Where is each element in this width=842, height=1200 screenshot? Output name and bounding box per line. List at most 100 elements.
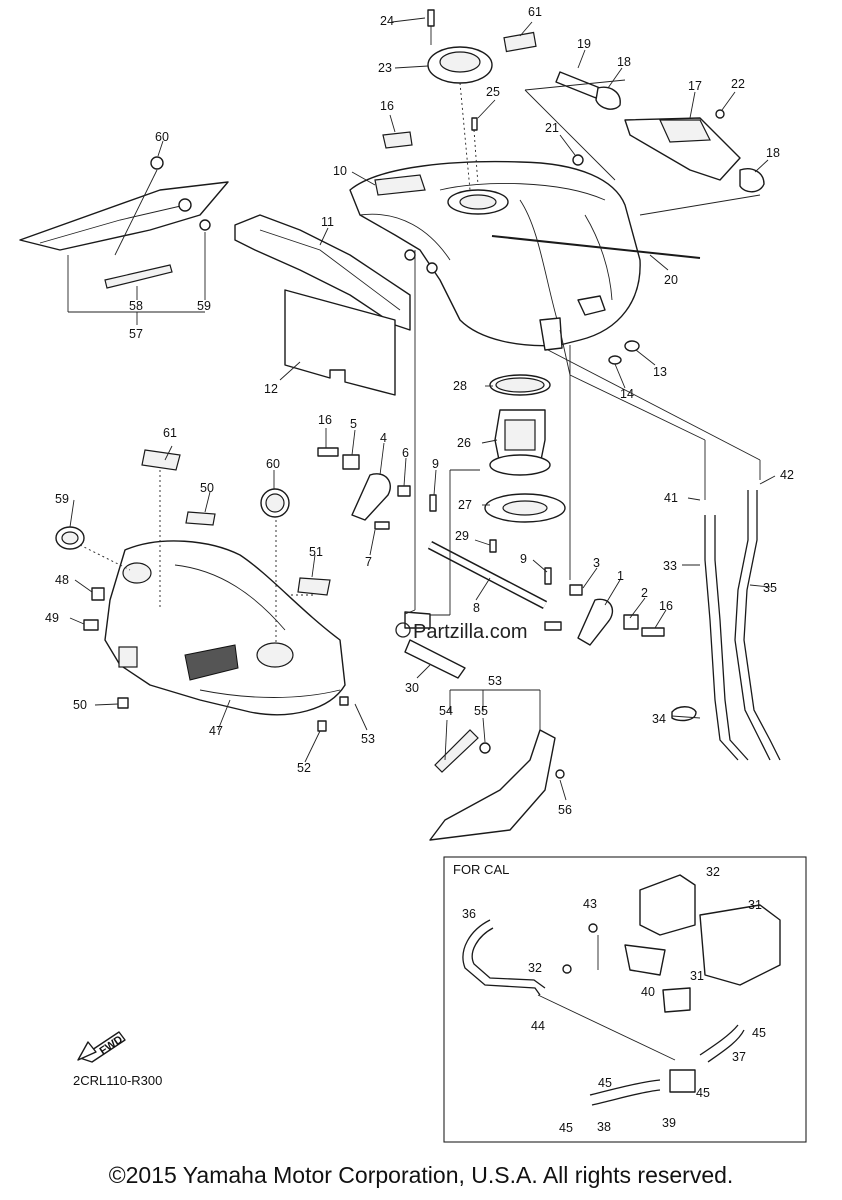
callout-15: 16 — [380, 99, 394, 113]
callout-27: 27 — [458, 498, 472, 512]
callout-45-b: 44 — [531, 1019, 545, 1033]
callout-46: 47 — [209, 724, 223, 738]
callout-5: 5 — [350, 417, 357, 431]
fuel-tank — [349, 160, 641, 351]
tank-bracket-assembly — [491, 71, 765, 259]
callout-7: 7 — [365, 555, 372, 569]
tank-cover-panel — [284, 289, 396, 396]
callout-59: 59 — [197, 299, 211, 313]
side-cowl-57 — [19, 156, 229, 289]
callout-61-right: 60 — [266, 457, 280, 471]
screw-47 — [91, 587, 105, 601]
label-15-sticker — [382, 131, 413, 149]
callout-54: 54 — [439, 704, 453, 718]
callout-8: 8 — [473, 601, 480, 615]
callout-41: 39 — [662, 1116, 676, 1130]
reference-code: 2CRL110-R300 — [73, 1073, 162, 1088]
callout-18-right: 18 — [766, 146, 780, 160]
emblem-61-right — [260, 488, 290, 518]
callout-22: 22 — [731, 77, 745, 91]
callout-58: 58 — [129, 299, 143, 313]
callout-50-right: 51 — [309, 545, 323, 559]
callout-29: 29 — [455, 529, 469, 543]
label-50b-sticker — [297, 577, 331, 596]
fuel-pump-assembly — [484, 374, 566, 553]
watermark: Partzilla.com — [395, 621, 527, 643]
callout-61-left: 59 — [55, 492, 69, 506]
for-cal-title: FOR CAL — [453, 862, 509, 877]
callout-45-d: 45 — [598, 1076, 612, 1090]
tank-pivot-assembly — [317, 447, 665, 646]
callout-60: 60 — [155, 130, 169, 144]
fwd-arrow-icon: FWD — [77, 1031, 126, 1063]
fuel-cap-assembly — [427, 9, 493, 191]
callout-38: 36 — [462, 907, 476, 921]
callout-49: 50 — [73, 698, 87, 712]
callout-2: 2 — [641, 586, 648, 600]
callout-48: 49 — [45, 611, 59, 625]
callout-13: 13 — [653, 365, 667, 379]
grommet-14 — [608, 355, 622, 365]
callout-11: 11 — [321, 215, 334, 229]
callout-45-f: 45 — [559, 1121, 573, 1135]
callout-25: 25 — [486, 85, 500, 99]
side-panel-53 — [429, 729, 565, 841]
callout-62: 61 — [528, 5, 542, 19]
callout-labels: 24 23 61 25 16 10 11 12 19 18 17 22 21 1… — [45, 5, 794, 1135]
callout-21: 21 — [545, 121, 559, 135]
grommet-13 — [624, 340, 640, 352]
callout-51: 52 — [297, 761, 311, 775]
callout-42: 40 — [641, 985, 655, 999]
callout-6: 6 — [402, 446, 409, 460]
callout-12: 12 — [264, 382, 278, 396]
callout-17: 17 — [688, 79, 702, 93]
callout-33: 31 — [690, 969, 704, 983]
callout-43: 41 — [664, 491, 678, 505]
callout-39: 37 — [732, 1050, 746, 1064]
callout-24: 24 — [380, 14, 394, 28]
callout-63: 61 — [163, 426, 177, 440]
callout-9-upper: 9 — [432, 457, 439, 471]
air-guide-cover — [234, 214, 411, 331]
callout-36: 34 — [652, 712, 666, 726]
callout-18-top: 18 — [617, 55, 631, 69]
callout-34: 32 — [528, 961, 542, 975]
callout-37: 35 — [763, 581, 777, 595]
callout-55: 55 — [474, 704, 488, 718]
label-63-sticker — [141, 449, 181, 471]
copyright-notice: ©2015 Yamaha Motor Corporation, U.S.A. A… — [108, 1162, 734, 1188]
callout-1: 1 — [617, 569, 624, 583]
callout-47: 48 — [55, 573, 69, 587]
callout-44: 42 — [780, 468, 794, 482]
leader-lines — [67, 17, 776, 801]
callout-52: 53 — [361, 732, 375, 746]
callout-16-left: 16 — [318, 413, 332, 427]
callout-40: 38 — [597, 1120, 611, 1134]
callout-16-right: 16 — [659, 599, 673, 613]
watermark-text: Partzilla.com — [413, 621, 527, 643]
callout-14: 14 — [620, 387, 634, 401]
callout-45-c: 45 — [752, 1026, 766, 1040]
callout-3: 3 — [593, 556, 600, 570]
emblem-61-left — [55, 526, 85, 550]
callout-20: 20 — [664, 273, 678, 287]
callout-56: 56 — [558, 803, 572, 817]
callout-23: 23 — [378, 61, 392, 75]
tank-top-cover-46 — [104, 540, 349, 732]
callout-19: 19 — [577, 37, 591, 51]
collar-48 — [83, 619, 99, 631]
for-cal-box: FOR CAL — [443, 856, 807, 1143]
callout-9-lower: 9 — [520, 552, 527, 566]
callout-45-a: 43 — [583, 897, 597, 911]
label-62-sticker — [503, 31, 537, 53]
callout-4: 4 — [380, 431, 387, 445]
label-50a-sticker — [185, 511, 216, 526]
callout-10: 10 — [333, 164, 347, 178]
callout-28: 28 — [453, 379, 467, 393]
callout-30: 30 — [405, 681, 419, 695]
callout-32: 32 — [706, 865, 720, 879]
callout-57: 57 — [129, 327, 143, 341]
callout-53: 53 — [488, 674, 502, 688]
callout-35: 33 — [663, 559, 677, 573]
